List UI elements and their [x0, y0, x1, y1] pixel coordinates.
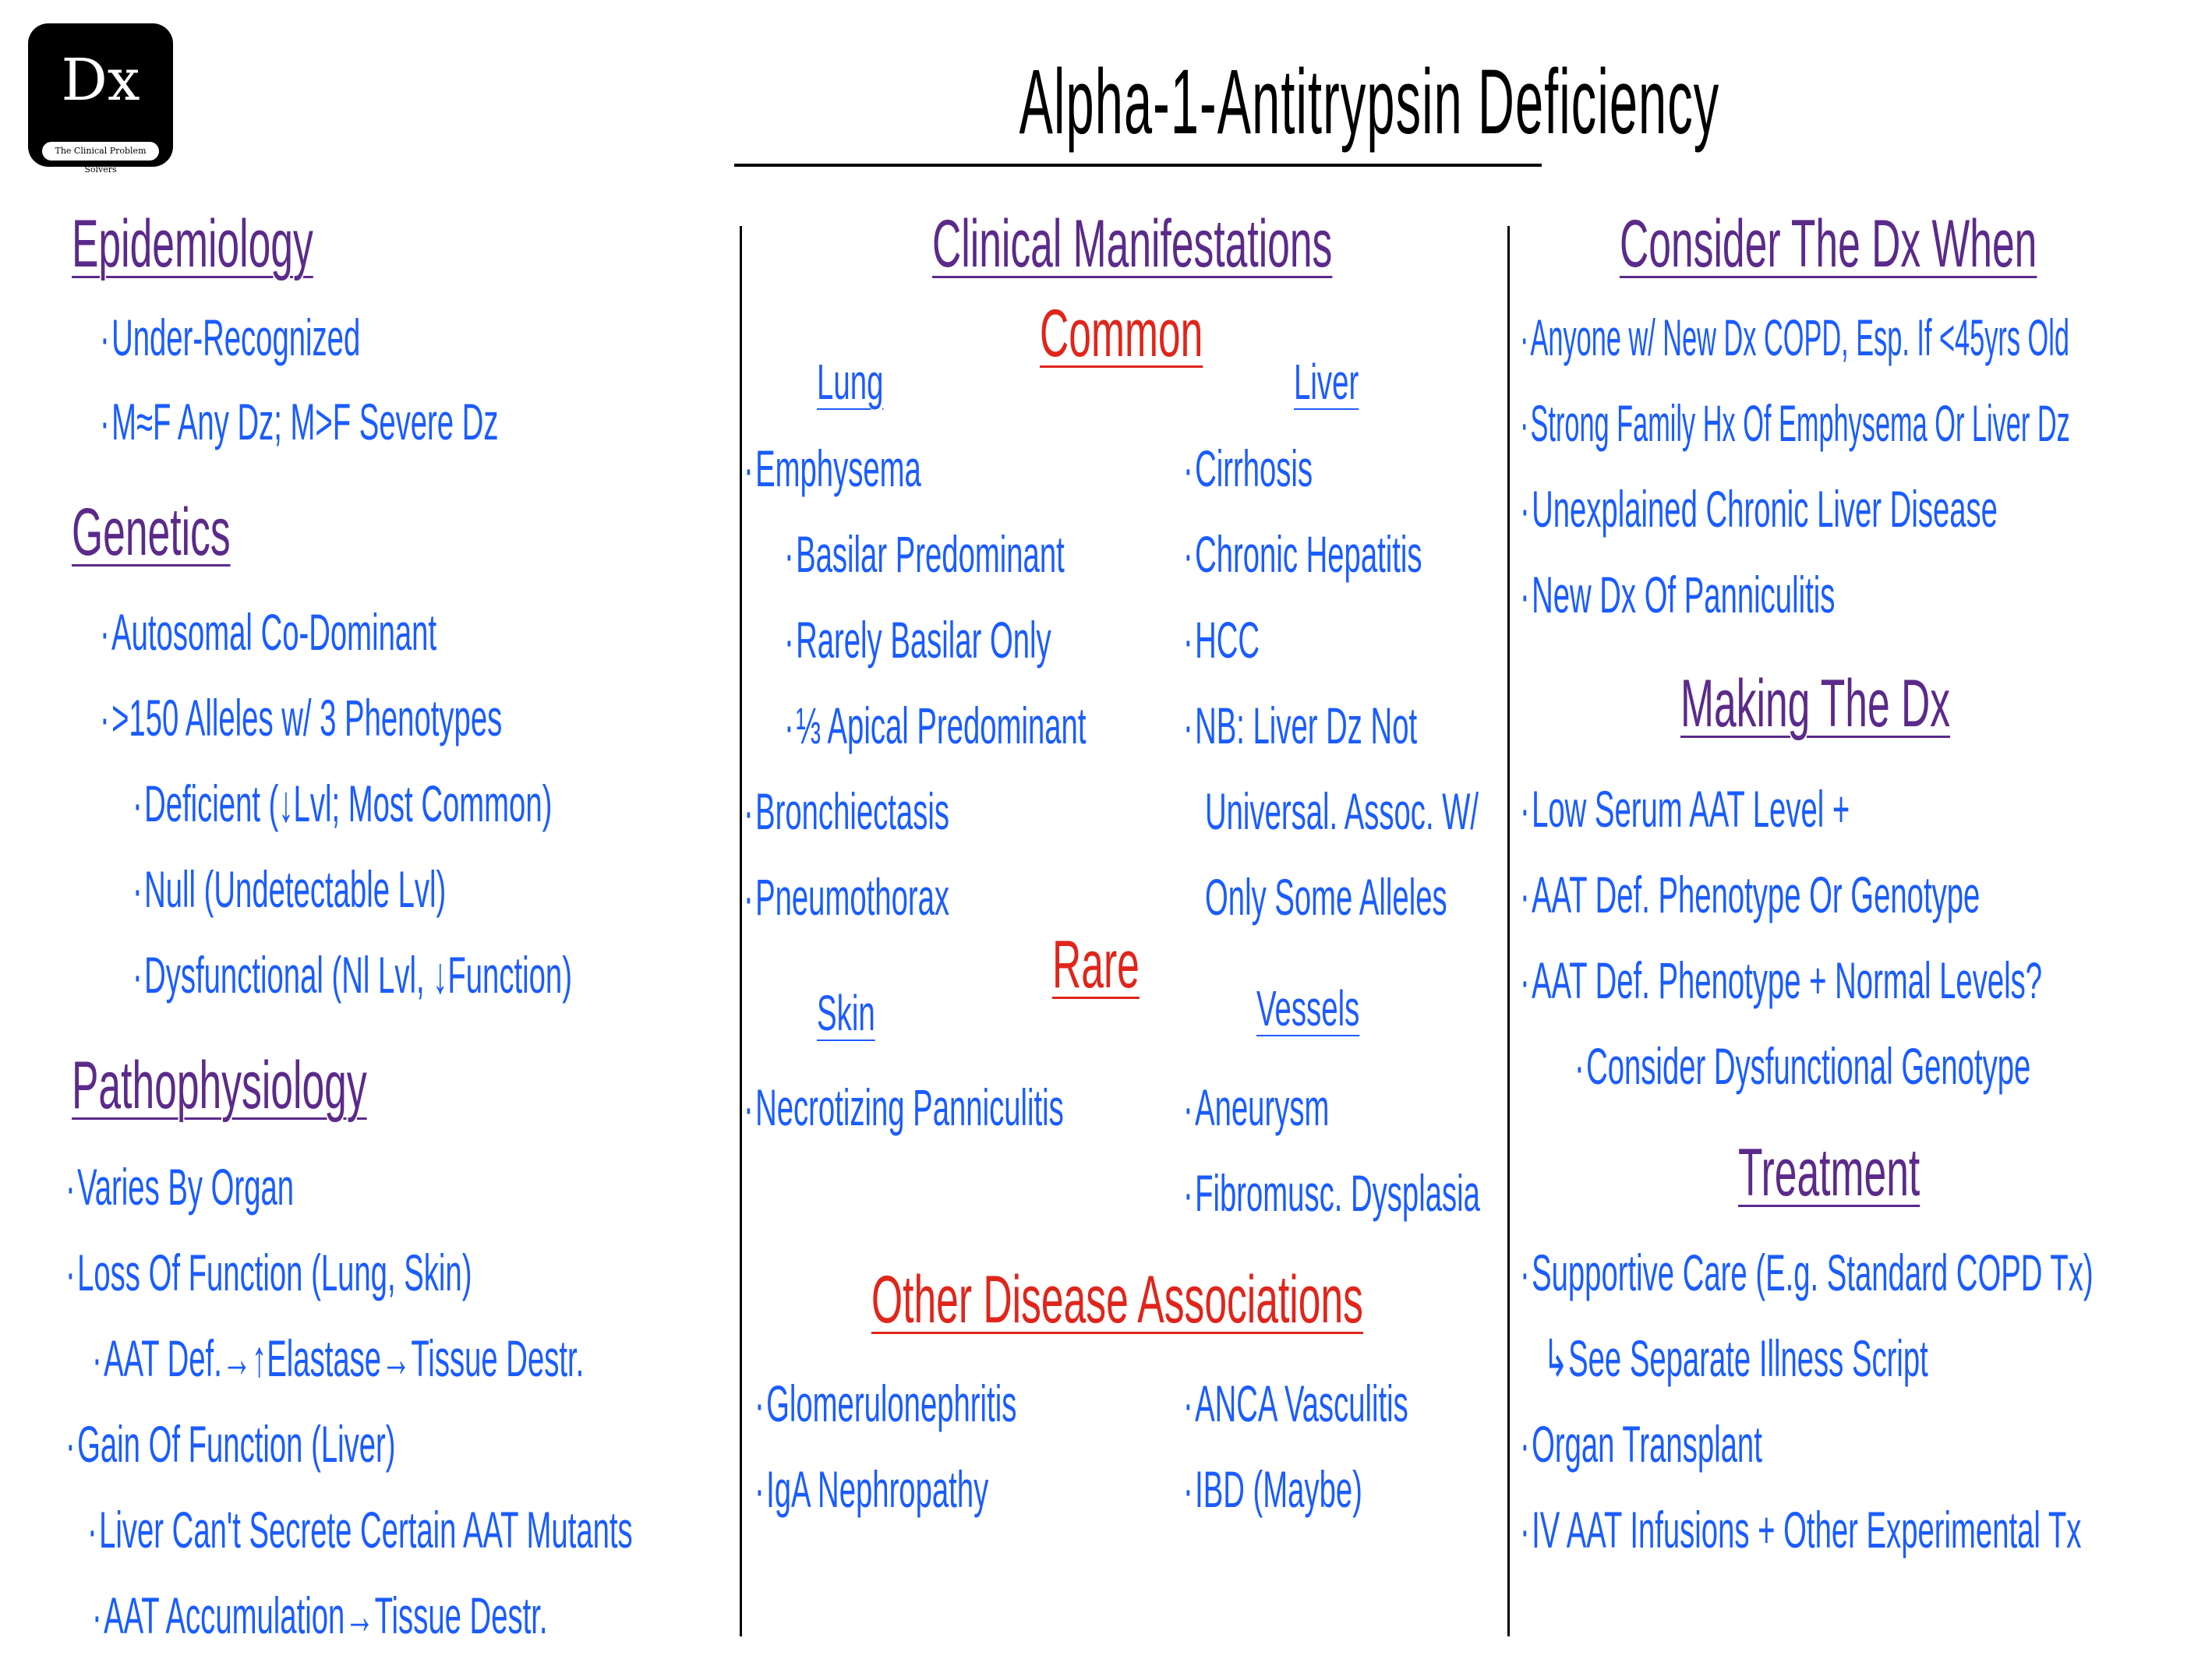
other-association-item: ANCA Vasculitis: [1183, 1378, 1408, 1429]
consider-dx-heading: Consider The Dx When: [1620, 206, 2037, 281]
lung-heading: Lung: [817, 354, 884, 410]
genetics-item: >150 Alleles w/ 3 Phenotypes: [100, 692, 502, 743]
treatment-item: ↳See Separate Illness Script: [1543, 1329, 1928, 1387]
making-dx-item: Consider Dysfunctional Genotype: [1574, 1040, 2030, 1092]
rare-heading: Rare: [1052, 927, 1140, 1002]
making-dx-heading: Making The Dx: [1680, 666, 1951, 741]
making-dx-item: AAT Def. Phenotype Or Genotype: [1520, 869, 1980, 920]
pathophysiology-item: Gain Of Function (Liver): [65, 1418, 396, 1470]
common-heading: Common: [1040, 296, 1203, 371]
consider-dx-item: New Dx Of Panniculitis: [1520, 569, 1835, 620]
right-column-divider: [1507, 226, 1510, 1636]
logo-mark: Dx: [61, 47, 140, 114]
making-dx-item: AAT Def. Phenotype + Normal Levels?: [1520, 955, 2042, 1006]
lung-item: ⅓ Apical Predominant: [784, 700, 1086, 751]
pathophysiology-item: AAT Accumulation→Tissue Destr.: [92, 1590, 547, 1641]
vessels-heading: Vessels: [1256, 980, 1360, 1036]
liver-item: Only Some Alleles: [1205, 868, 1447, 926]
making-dx-item: Low Serum AAT Level +: [1520, 783, 1850, 835]
skin-item: Necrotizing Panniculitis: [744, 1082, 1064, 1133]
liver-item: HCC: [1183, 614, 1260, 665]
consider-dx-item: Unexplained Chronic Liver Disease: [1520, 483, 1998, 535]
genetics-subitem: Dysfunctional (Nl Lvl, ↓Function): [133, 949, 572, 1001]
genetics-heading: Genetics: [72, 495, 231, 570]
lung-item: Pneumothorax: [744, 871, 949, 923]
consider-dx-item: Strong Family Hx Of Emphysema Or Liver D…: [1520, 397, 2070, 449]
other-association-item: IgA Nephropathy: [754, 1463, 988, 1515]
vessels-item: Fibromusc. Dysplasia: [1183, 1167, 1480, 1219]
other-association-item: Glomerulonephritis: [754, 1378, 1016, 1429]
clinical-manifestations-heading: Clinical Manifestations: [932, 206, 1333, 281]
genetics-item: Autosomal Co-Dominant: [100, 606, 436, 658]
liver-item: Chronic Hepatitis: [1183, 528, 1422, 580]
lung-item: Emphysema: [744, 443, 921, 494]
pathophysiology-item: Varies By Organ: [65, 1161, 294, 1212]
treatment-item: Supportive Care (E.g. Standard COPD Tx): [1520, 1247, 2094, 1298]
epidemiology-heading: Epidemiology: [72, 206, 313, 281]
title-underline: [734, 164, 1542, 167]
pathophysiology-item: Liver Can't Secrete Certain AAT Mutants: [87, 1504, 633, 1555]
lung-item: Bronchiectasis: [744, 785, 949, 837]
pathophysiology-heading: Pathophysiology: [72, 1048, 367, 1123]
treatment-item: IV AAT Infusions + Other Experimental Tx: [1520, 1504, 2081, 1555]
skin-heading: Skin: [817, 985, 875, 1041]
liver-item: Cirrhosis: [1183, 443, 1313, 494]
liver-heading: Liver: [1294, 354, 1359, 410]
treatment-item: Organ Transplant: [1520, 1418, 1762, 1470]
epidemiology-item: M≈F Any Dz; M>F Severe Dz: [100, 396, 498, 447]
other-association-item: IBD (Maybe): [1183, 1463, 1362, 1515]
treatment-heading: Treatment: [1738, 1135, 1920, 1210]
genetics-subitem: Deficient (↓Lvl; Most Common): [133, 778, 552, 829]
consider-dx-item: Anyone w/ New Dx COPD, Esp. If <45yrs Ol…: [1520, 312, 2069, 363]
lung-item: Rarely Basilar Only: [784, 614, 1051, 665]
lung-item: Basilar Predominant: [784, 528, 1065, 580]
liver-item: Universal. Assoc. W/: [1205, 782, 1479, 840]
pathophysiology-item: Loss Of Function (Lung, Skin): [65, 1247, 472, 1298]
dx-logo: Dx The Clinical Problem Solvers: [28, 23, 173, 175]
genetics-subitem: Null (Undetectable Lvl): [133, 863, 446, 915]
liver-item: NB: Liver Dz Not: [1183, 700, 1417, 751]
vessels-item: Aneurysm: [1183, 1082, 1329, 1133]
logo-subtitle: The Clinical Problem Solvers: [42, 142, 159, 175]
pathophysiology-item: AAT Def.→↑Elastase→Tissue Destr.: [92, 1332, 584, 1384]
other-associations-heading: Other Disease Associations: [871, 1262, 1363, 1337]
left-column-divider: [740, 226, 742, 1636]
epidemiology-item: Under-Recognized: [100, 312, 360, 363]
page-title: Alpha-1-Antitrypsin Deficiency: [1019, 51, 1720, 154]
